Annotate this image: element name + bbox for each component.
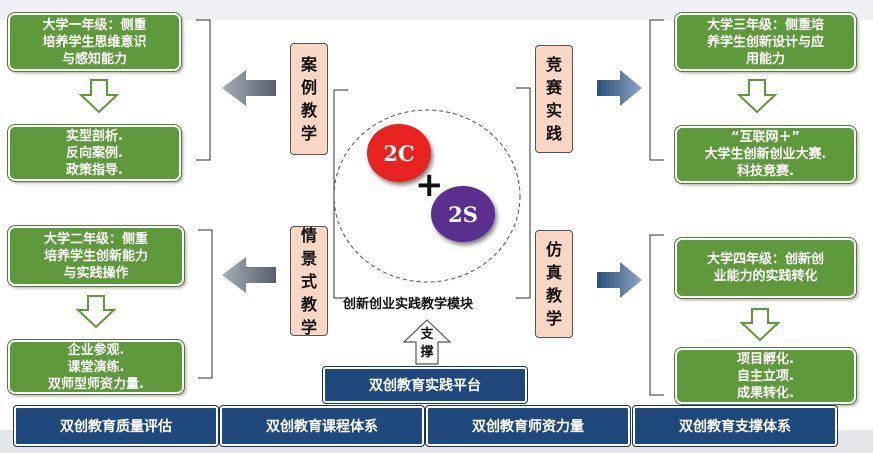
down-arrow-right-bottom — [739, 308, 781, 342]
scenario-teaching-label: 情景式教学 — [301, 225, 318, 337]
arrow-right-top — [597, 70, 642, 106]
competition-practice-box: 竞赛实践 — [535, 45, 573, 153]
down-arrow-left-bottom — [75, 295, 117, 329]
circle-2s: 2S — [431, 186, 495, 242]
detail-year3-box: “互联网＋” 大学生创新创业大赛. 科技竞赛. — [675, 126, 856, 183]
scenario-teaching-box: 情景式教学 — [290, 225, 328, 337]
bracket-center-left — [333, 89, 348, 299]
stage-year2-box: 大学二年级：侧重 培养学生创新能力 与实践操作 — [8, 226, 184, 286]
competition-practice-label: 竞赛实践 — [546, 55, 563, 143]
case-teaching-box: 案例教学 — [290, 43, 328, 155]
circle-2c: 2C — [367, 124, 431, 182]
support-label: 支撑 — [420, 327, 434, 360]
down-arrow-right-top — [736, 79, 778, 114]
detail-year1-box: 实型剖析. 反向案例. 政策指导. — [8, 125, 181, 181]
system-curriculum: 双创教育课程体系 — [220, 406, 424, 446]
bracket-left-top — [196, 19, 211, 161]
case-teaching-label: 案例教学 — [301, 55, 318, 143]
detail-year2-box: 企业参观. 课堂演练. 双师型师资力量. — [8, 340, 184, 394]
top-band — [0, 0, 873, 20]
system-quality-assessment: 双创教育质量评估 — [14, 406, 218, 446]
system-faculty: 双创教育师资力量 — [426, 406, 630, 446]
arrow-left-bottom — [222, 257, 276, 293]
simulation-teaching-label: 仿真教学 — [546, 240, 563, 328]
detail-year4-box: 项目孵化. 自主立项. 成果转化. — [675, 348, 856, 404]
bracket-left-bottom — [198, 229, 213, 379]
stage-year4-box: 大学四年级：创新创 业能力的实践转化 — [675, 238, 856, 298]
down-arrow-left-top — [78, 79, 120, 114]
practice-platform-box: 双创教育实践平台 — [323, 367, 527, 403]
bracket-right-bottom — [649, 234, 664, 396]
support-arrow — [402, 319, 452, 365]
system-support: 双创教育支撑体系 — [633, 406, 837, 446]
stage-year3-box: 大学三年级：侧重培 养学生创新设计与应 用能力 — [675, 13, 856, 71]
bracket-right-top — [649, 19, 664, 161]
arrow-right-bottom — [597, 262, 642, 298]
simulation-teaching-box: 仿真教学 — [535, 230, 573, 338]
bracket-center-right — [516, 87, 531, 299]
arrow-left-top — [222, 70, 276, 106]
stage-year1-box: 大学一年级：侧重 培养学生思维意识 与感知能力 — [8, 13, 181, 71]
module-label: 创新创业实践教学模块 — [343, 297, 474, 312]
